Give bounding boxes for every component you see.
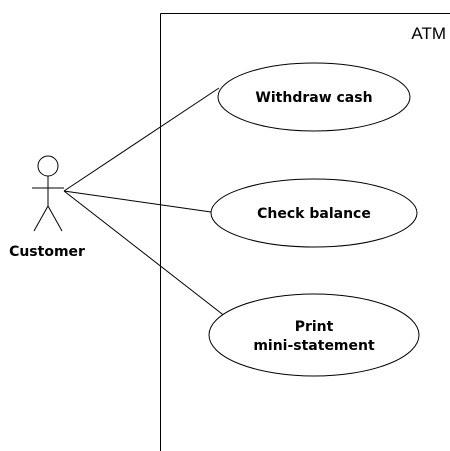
use-case-ellipse xyxy=(208,293,420,377)
use-case-print-mini-statement: Print mini-statement xyxy=(208,293,420,377)
use-case-withdraw-cash: Withdraw cash xyxy=(217,62,411,132)
use-case-ellipse xyxy=(217,62,411,132)
use-case-label-line-1: Print xyxy=(295,319,334,335)
system-boundary: ATM xyxy=(160,13,450,451)
use-case-label-line-2: mini-statement xyxy=(253,338,375,354)
association-check-balance xyxy=(63,190,212,213)
actor-head xyxy=(37,155,59,177)
use-case-ellipse xyxy=(210,178,418,248)
actor-customer: Customer xyxy=(9,155,85,260)
use-case-check-balance: Check balance xyxy=(210,178,418,248)
actor-left-leg xyxy=(33,205,49,232)
actor-right-leg xyxy=(47,205,63,232)
associations xyxy=(63,87,227,318)
association-withdraw-cash xyxy=(63,87,220,192)
use-case-label: Withdraw cash xyxy=(255,90,372,106)
actor-name: Customer xyxy=(9,244,85,260)
association-print-mini-statement xyxy=(63,190,227,318)
use-case-label: Check balance xyxy=(257,206,371,222)
system-name: ATM xyxy=(411,24,446,43)
